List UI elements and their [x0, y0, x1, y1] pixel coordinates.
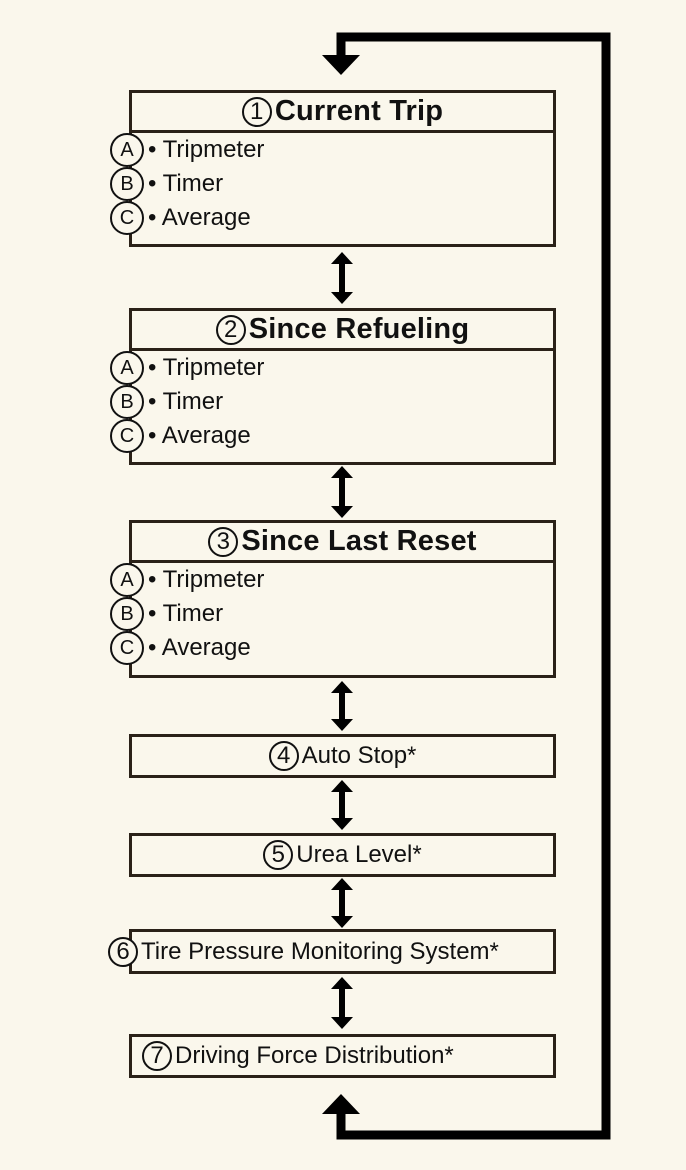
letter-circle: A — [110, 563, 144, 597]
double-arrow-icon — [331, 878, 353, 928]
list-item-label: • Average — [148, 422, 251, 449]
number-circle: 2 — [215, 314, 246, 345]
box-header: 6 Tire Pressure Monitoring System* — [108, 932, 553, 971]
menu-box-current-trip: 1 Current Trip A • Tripmeter B • Timer C… — [110, 90, 556, 247]
list-item: C • Average — [110, 201, 553, 235]
list-item-label: • Average — [148, 634, 251, 661]
box-title: Auto Stop* — [301, 742, 417, 769]
number-circle: 5 — [263, 840, 294, 870]
box-header: 7 Driving Force Distribution* — [132, 1037, 553, 1075]
box-title: Since Refueling — [248, 313, 470, 345]
list-item: A • Tripmeter — [110, 133, 553, 167]
list-item-label: • Timer — [148, 600, 224, 627]
number-circle: 7 — [142, 1041, 172, 1071]
list-item: A • Tripmeter — [110, 351, 553, 385]
number-circle: 1 — [241, 96, 272, 127]
list-item: B • Timer — [110, 385, 553, 419]
menu-box-since-refueling: 2 Since Refueling A • Tripmeter B • Time… — [110, 308, 556, 465]
letter-circle: B — [110, 385, 144, 419]
list-item-label: • Tripmeter — [148, 354, 265, 381]
double-arrow-icon — [331, 252, 353, 304]
list-item: A • Tripmeter — [110, 563, 553, 597]
menu-box-tire-pressure: 6 Tire Pressure Monitoring System* — [108, 929, 556, 974]
menu-box-auto-stop: 4 Auto Stop* — [129, 734, 556, 778]
box-title: Urea Level* — [296, 841, 422, 868]
number-circle: 3 — [208, 526, 239, 557]
box-header: 2 Since Refueling — [132, 311, 553, 351]
box-header: 3 Since Last Reset — [132, 523, 553, 563]
double-arrow-icon — [331, 977, 353, 1029]
box-header: 5 Urea Level* — [132, 836, 553, 874]
letter-circle: A — [110, 133, 144, 167]
box-title: Current Trip — [274, 95, 444, 127]
menu-box-since-last-reset: 3 Since Last Reset A • Tripmeter B • Tim… — [110, 520, 556, 678]
list-item-label: • Timer — [148, 170, 224, 197]
list-item: C • Average — [110, 419, 553, 453]
box-title: Driving Force Distribution* — [175, 1042, 454, 1069]
menu-box-urea-level: 5 Urea Level* — [129, 833, 556, 877]
letter-circle: C — [110, 631, 144, 665]
double-arrow-icon — [331, 466, 353, 518]
letter-circle: C — [110, 201, 144, 235]
number-circle: 6 — [108, 936, 138, 967]
list-item-label: • Tripmeter — [148, 136, 265, 163]
box-header: 1 Current Trip — [132, 93, 553, 133]
menu-box-driving-force: 7 Driving Force Distribution* — [129, 1034, 556, 1078]
letter-circle: B — [110, 597, 144, 631]
double-arrow-icon — [331, 681, 353, 731]
letter-circle: C — [110, 419, 144, 453]
double-arrow-icon — [331, 780, 353, 830]
box-title: Since Last Reset — [241, 525, 477, 557]
list-item: B • Timer — [110, 167, 553, 201]
box-title: Tire Pressure Monitoring System* — [141, 937, 499, 965]
list-item: C • Average — [110, 631, 553, 665]
number-circle: 4 — [268, 741, 299, 771]
list-item: B • Timer — [110, 597, 553, 631]
list-item-label: • Average — [148, 204, 251, 231]
list-item-label: • Timer — [148, 388, 224, 415]
box-header: 4 Auto Stop* — [132, 737, 553, 775]
list-item-label: • Tripmeter — [148, 566, 265, 593]
letter-circle: B — [110, 167, 144, 201]
letter-circle: A — [110, 351, 144, 385]
